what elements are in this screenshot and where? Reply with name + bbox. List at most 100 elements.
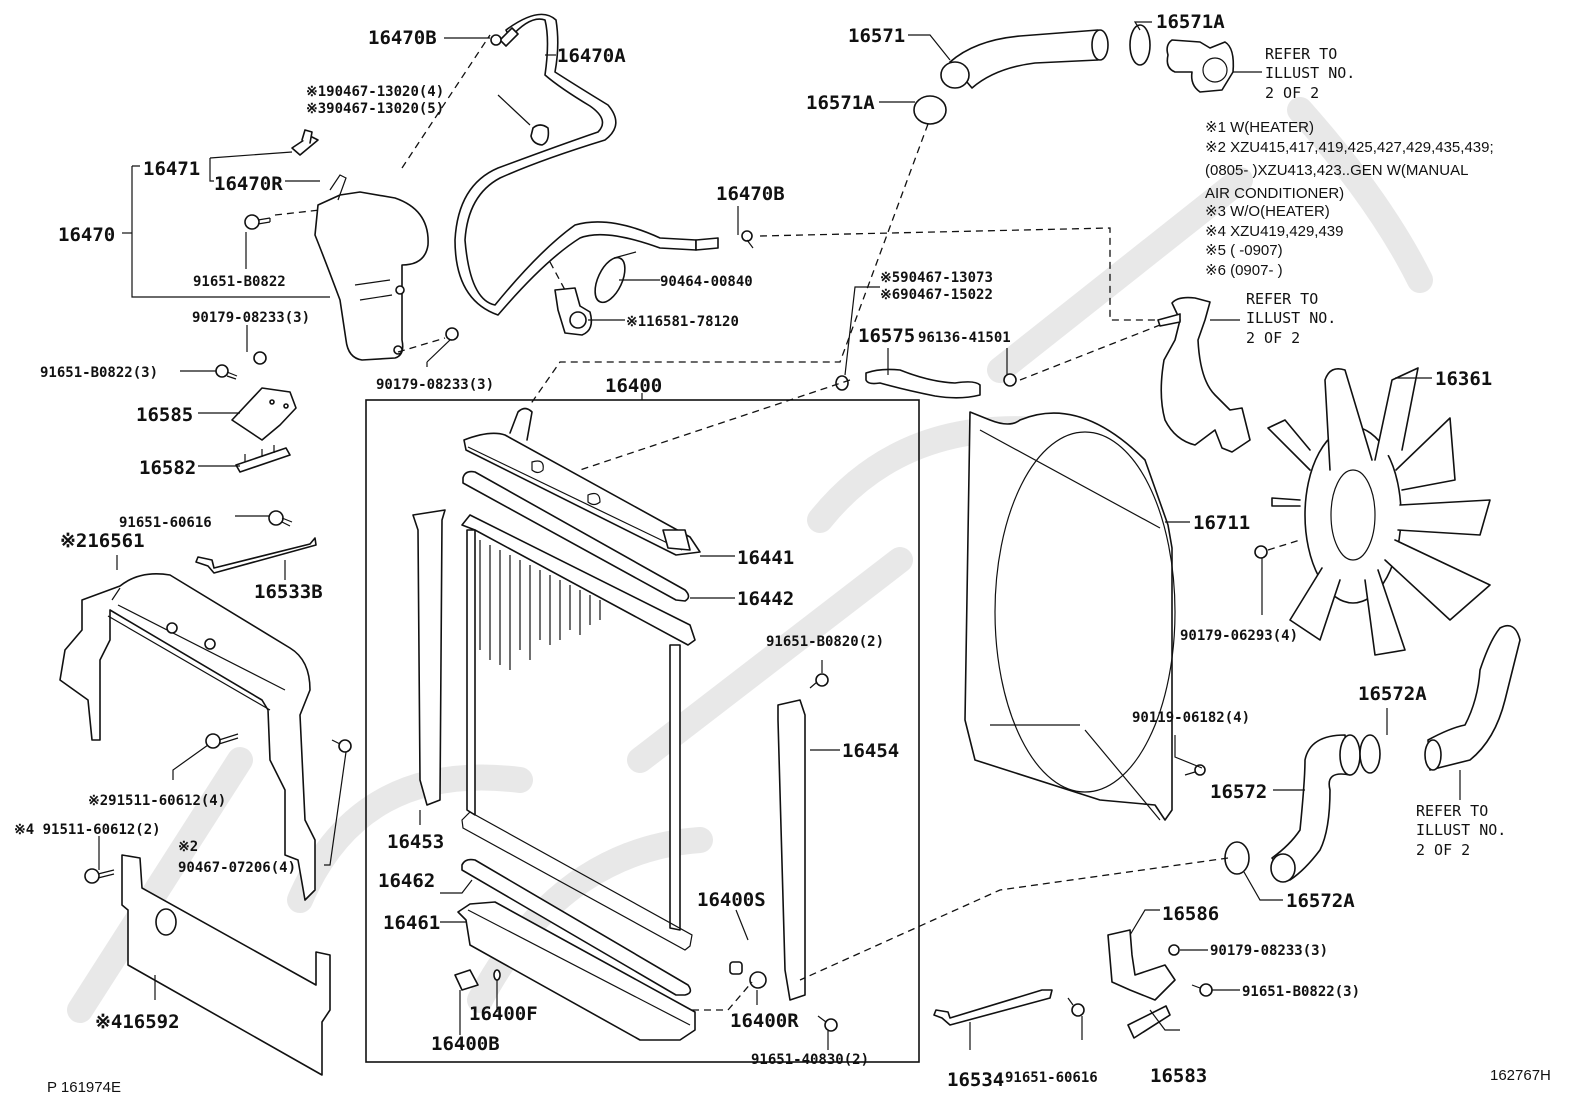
reserve-tank-assembly[interactable] [314,174,429,361]
label-90464-00840[interactable]: 90464-00840 [660,274,753,290]
bolt-91511-60612-2[interactable] [84,868,115,884]
label-16400F[interactable]: 16400F [469,1003,538,1025]
label-16534[interactable]: 16534 [947,1069,1004,1091]
clamp-90467-13073[interactable] [835,375,849,391]
nut-90179-08233-b[interactable] [445,327,459,341]
label-90467-13020-4[interactable]: ※190467-13020(4) [306,84,444,100]
side-bracket-16454[interactable] [777,699,806,1001]
fan-shroud-16711[interactable] [964,411,1176,821]
bolt-91651-60616-b[interactable] [1067,997,1085,1017]
label-16592[interactable]: ※416592 [95,1011,180,1033]
label-16572A-top[interactable]: 16572A [1358,683,1427,705]
bolt-91651-B0822[interactable] [244,214,271,230]
shroud-16561[interactable] [59,573,316,901]
label-16586[interactable]: 16586 [1162,903,1219,925]
label-16462[interactable]: 16462 [378,870,435,892]
label-16400[interactable]: 16400 [605,375,662,397]
label-91651-B0820[interactable]: 91651-B0820(2) [766,634,884,650]
label-16400R[interactable]: 16400R [730,1010,799,1032]
label-90119-06182[interactable]: 90119-06182(4) [1132,710,1250,726]
label-16454[interactable]: 16454 [842,740,899,762]
label-16470[interactable]: 16470 [58,224,115,246]
gasket-16442[interactable] [462,470,690,602]
nut-90179-08233[interactable] [253,351,267,365]
label-16582[interactable]: 16582 [139,457,196,479]
clip-90467-13020[interactable] [530,124,550,146]
bolt-91651-B0820[interactable] [809,673,829,689]
bracket-16583[interactable] [1127,1005,1171,1039]
clamp-16571A-top[interactable] [1129,24,1151,66]
label-16361[interactable]: 16361 [1435,368,1492,390]
bolt-91651-40830[interactable] [817,1015,838,1032]
label-16571A-mid[interactable]: 16571A [806,92,875,114]
label-16575[interactable]: 16575 [858,325,915,347]
label-91511-60612-4[interactable]: ※291511-60612(4) [88,793,226,809]
clamp-16572A-top[interactable] [1359,734,1381,774]
o-ring-16400F[interactable] [493,969,501,981]
hose-16571[interactable] [940,29,1109,89]
cooling-fan-16361[interactable] [1267,367,1491,656]
label-16571A-top[interactable]: 16571A [1156,11,1225,33]
label-16400S[interactable]: 16400S [697,889,766,911]
cushion-16400R[interactable] [749,971,767,989]
label-90179-08233-c[interactable]: 90179-08233(3) [1210,943,1328,959]
label-91651-60616-a[interactable]: 91651-60616 [119,515,212,531]
clamp-16571A-mid[interactable] [913,95,947,125]
label-16572[interactable]: 16572 [1210,781,1267,803]
clip-90467-07206[interactable] [331,739,352,753]
water-inlet-pipe[interactable] [1424,624,1521,771]
bolt-90119-06182[interactable] [1184,764,1206,776]
label-16711[interactable]: 16711 [1193,512,1250,534]
sleeve-16400S[interactable] [729,961,743,975]
clamp-16470B-top[interactable] [490,34,502,46]
label-96136-41501[interactable]: 96136-41501 [918,330,1011,346]
shield-16592[interactable] [121,854,331,1076]
label-16561[interactable]: ※216561 [60,530,145,552]
clamp-16470B-mid[interactable] [741,230,754,249]
clamp-16572A-bottom[interactable] [1224,841,1250,875]
hose-16470A[interactable] [454,13,719,316]
label-90467-13073[interactable]: ※590467-13073 [880,270,993,286]
label-16572A-bottom[interactable]: 16572A [1286,890,1355,912]
label-16533B[interactable]: 16533B [254,581,323,603]
bracket-16582[interactable] [235,445,291,473]
gasket-16462[interactable] [461,858,692,996]
label-91651-B0822[interactable]: 91651-B0822 [193,274,286,290]
bracket-16585[interactable] [231,387,297,441]
label-16441[interactable]: 16441 [737,547,794,569]
label-16470R[interactable]: 16470R [214,173,283,195]
label-90179-08233-b[interactable]: 90179-08233(3) [376,377,494,393]
label-91651-40830[interactable]: 91651-40830(2) [751,1052,869,1068]
label-90179-08233-a[interactable]: 90179-08233(3) [192,310,310,326]
label-16453[interactable]: 16453 [387,831,444,853]
nut-90179-08233-c[interactable] [1168,944,1180,956]
label-90179-06293[interactable]: 90179-06293(4) [1180,628,1298,644]
lower-tank-16461[interactable] [457,901,696,1041]
label-16470B-top[interactable]: 16470B [368,27,437,49]
hose-16572[interactable] [1270,734,1361,883]
hose-16575[interactable] [865,368,981,399]
rod-16534[interactable] [933,989,1053,1026]
upper-tank-16441[interactable] [463,407,701,556]
reservoir-cap-16471[interactable] [291,129,319,156]
label-90467-15022[interactable]: ※690467-15022 [880,287,993,303]
bolt-91651-B0822-3[interactable] [215,364,238,380]
label-16400B[interactable]: 16400B [431,1033,500,1055]
label-90467-07206[interactable]: 90467-07206(4) [178,860,296,876]
clamp-96136-41501[interactable] [1003,373,1017,387]
label-16470B-mid[interactable]: 16470B [716,183,785,205]
label-91651-60616-b[interactable]: 91651-60616 [1005,1070,1098,1086]
label-16461[interactable]: 16461 [383,912,440,934]
bracket-16586[interactable] [1107,929,1176,1001]
label-16470A[interactable]: 16470A [557,45,626,67]
bolt-91651-B0822-3b[interactable] [1191,983,1213,997]
water-outlet[interactable] [1166,39,1235,93]
label-90467-13020-5[interactable]: ※390467-13020(5) [306,101,444,117]
nut-90179-06293[interactable] [1254,545,1268,559]
label-16471[interactable]: 16471 [143,158,200,180]
label-91511-60612-2[interactable]: ※4 91511-60612(2) [14,822,161,838]
drain-cock-16400B[interactable] [454,969,479,991]
label-16442[interactable]: 16442 [737,588,794,610]
radiator-core[interactable] [461,514,696,951]
label-16571[interactable]: 16571 [848,25,905,47]
